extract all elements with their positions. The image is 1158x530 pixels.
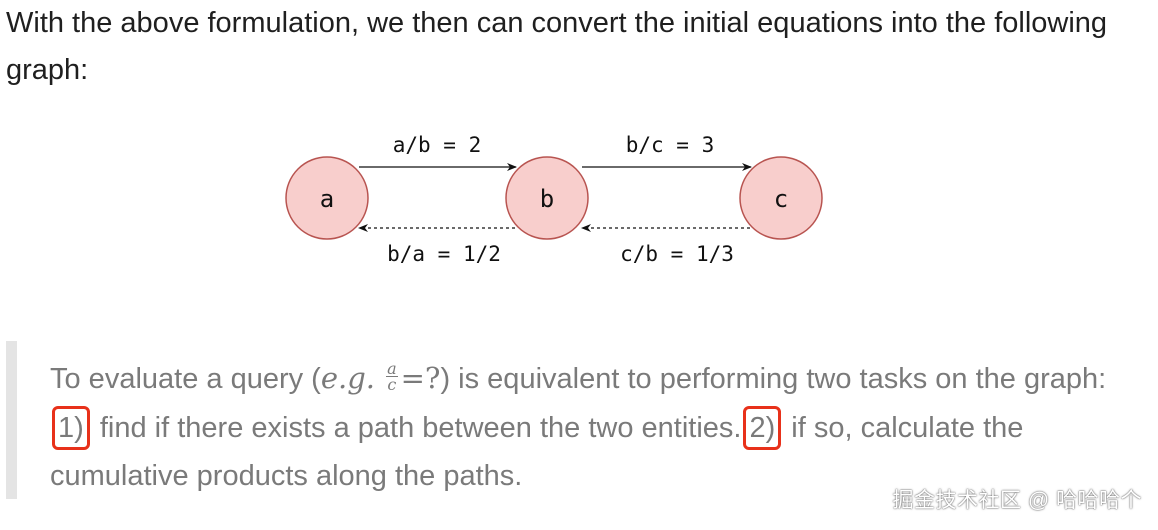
intro-paragraph: With the above formulation, we then can … <box>6 7 1108 86</box>
fraction-numerator: a <box>386 358 398 378</box>
quote-part1: To evaluate a query ( <box>50 363 321 395</box>
query-equals: =? <box>400 361 441 395</box>
edge-label-c-b: c/b = 1/3 <box>620 242 734 266</box>
watermark-text: 掘金技术社区 @ 哈哈哈个 <box>892 489 1142 512</box>
step-marker-1: 1) <box>52 405 90 450</box>
node-c: c <box>739 156 823 240</box>
edge-label-a-b: a/b = 2 <box>393 133 482 157</box>
edge-label-b-c: b/c = 3 <box>626 133 715 157</box>
quote-eg: e.g. <box>320 361 375 395</box>
quote-part4: if so, calculate the cumulative products… <box>50 411 1024 493</box>
node-b-label: b <box>540 185 554 213</box>
step-marker-2: 2) <box>743 405 782 450</box>
quote-part3: find if there exists a path between the … <box>91 411 742 444</box>
quote-part2: ) is equivalent to performing two tasks … <box>440 363 1107 395</box>
edge-label-b-a: b/a = 1/2 <box>387 242 501 266</box>
node-b: b <box>505 156 589 240</box>
node-a-label: a <box>320 185 334 213</box>
ratio-graph-diagram: a b c a/b = 2 b/c = 3 b/a = 1/2 c/b = 1/… <box>285 133 823 266</box>
node-c-label: c <box>774 185 788 213</box>
node-a: a <box>285 156 369 240</box>
fraction-denominator: c <box>387 374 397 394</box>
blockquote-bar <box>6 341 17 499</box>
